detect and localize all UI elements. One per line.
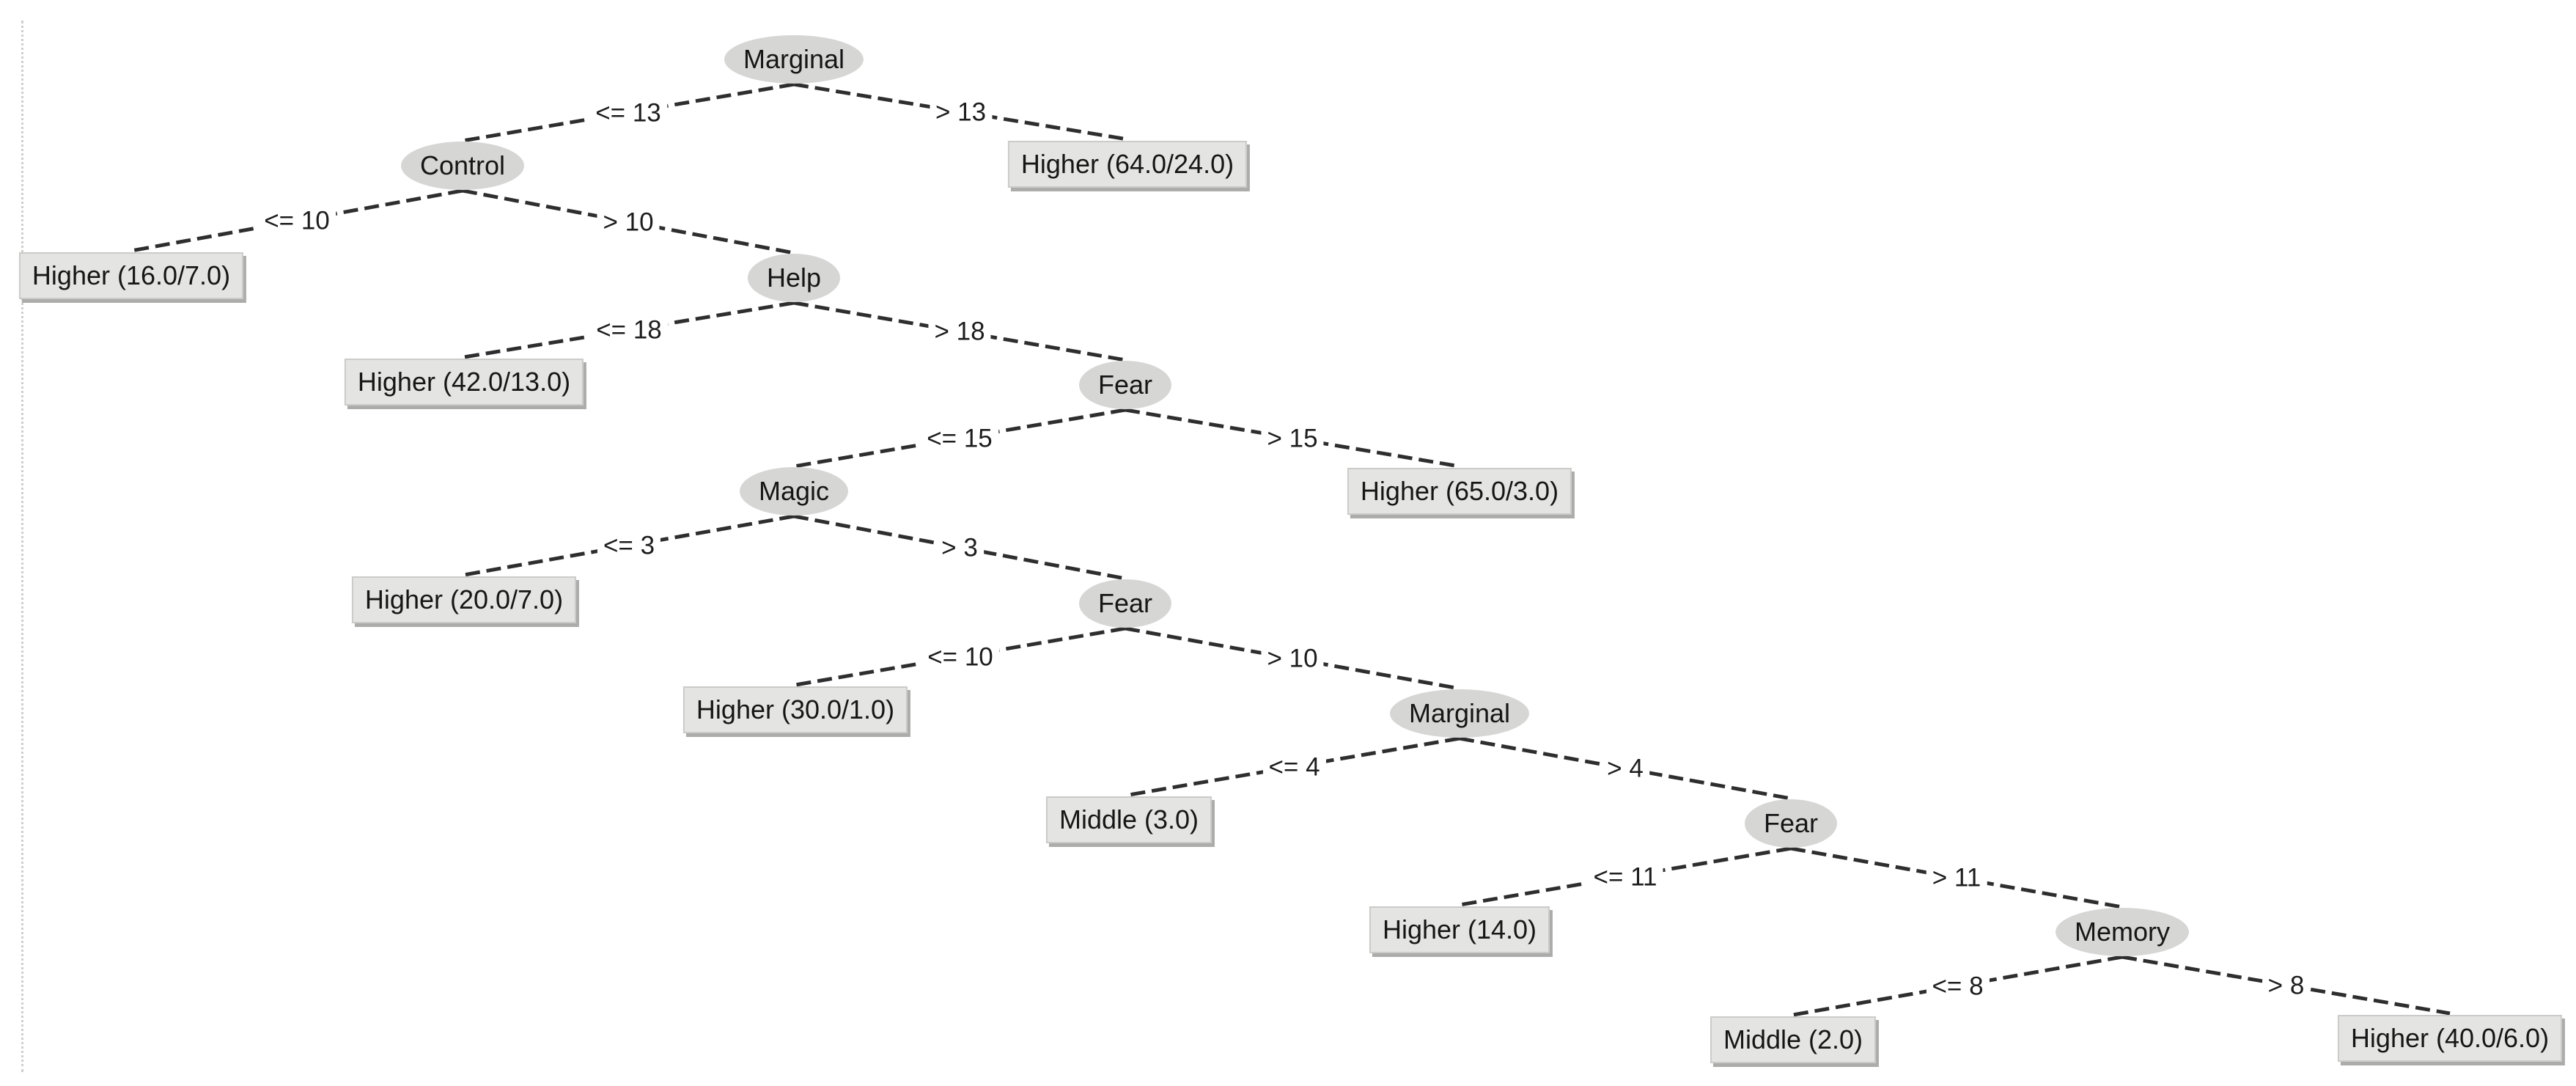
edge-label: > 3 (935, 532, 984, 562)
leaf-node-higher-64-24[interactable]: Higher (64.0/24.0) (1007, 141, 1248, 188)
leaf-node-higher-20-7[interactable]: Higher (20.0/7.0) (351, 576, 577, 623)
tree-edge (1790, 846, 2123, 909)
edge-label: <= 15 (921, 423, 998, 453)
leaf-node-higher-14[interactable]: Higher (14.0) (1369, 906, 1550, 953)
edge-label: > 10 (1261, 643, 1324, 674)
edge-label: <= 4 (1262, 752, 1326, 782)
decision-node-fear-1[interactable]: Fear (1078, 361, 1172, 409)
edge-label: <= 11 (1587, 862, 1663, 892)
edge-label: <= 10 (258, 205, 336, 236)
tree-edge (793, 408, 1126, 469)
leaf-node-higher-16-7[interactable]: Higher (16.0/7.0) (18, 252, 244, 299)
tree-edge (793, 82, 1128, 142)
leaf-node-higher-40-6[interactable]: Higher (40.0/6.0) (2337, 1015, 2563, 1062)
leaf-node-middle-3[interactable]: Middle (3.0) (1045, 796, 1212, 843)
tree-edge (1128, 736, 1460, 797)
tree-edge (1125, 626, 1460, 691)
edge-label: > 8 (2262, 970, 2311, 1000)
leaf-node-middle-2[interactable]: Middle (2.0) (1710, 1016, 1877, 1063)
edge-label: <= 18 (590, 315, 668, 345)
edge-label: > 4 (1601, 753, 1649, 784)
tree-edge (2121, 955, 2451, 1016)
tree-edge (1459, 846, 1792, 907)
leaf-node-higher-42-13[interactable]: Higher (42.0/13.0) (344, 359, 584, 406)
edge-label: > 13 (929, 97, 993, 127)
edge-label: <= 10 (921, 642, 999, 672)
decision-node-marginal-2[interactable]: Marginal (1389, 689, 1530, 738)
left-dotted-guide (21, 21, 23, 1072)
edge-label: <= 8 (1926, 971, 1990, 1001)
edge-label: > 11 (1926, 862, 1987, 893)
edge-label: <= 13 (589, 98, 667, 128)
tree-edge (793, 301, 1126, 362)
tree-edge (1792, 955, 2123, 1017)
edge-label: > 15 (1261, 423, 1324, 453)
edge-label: > 10 (597, 207, 660, 237)
tree-edge (463, 514, 795, 577)
decision-node-control[interactable]: Control (400, 142, 525, 190)
tree-edge (793, 514, 1126, 581)
decision-node-fear-2[interactable]: Fear (1078, 579, 1172, 628)
tree-edge (462, 188, 795, 255)
edge-label: > 18 (928, 316, 991, 347)
tree-edge (1125, 408, 1460, 469)
tree-edge (1459, 736, 1792, 801)
tree-edge (463, 301, 795, 359)
tree-edge (795, 626, 1126, 687)
decision-node-memory[interactable]: Memory (2055, 908, 2190, 956)
leaf-node-higher-30-1[interactable]: Higher (30.0/1.0) (682, 686, 908, 733)
decision-node-help[interactable]: Help (747, 254, 841, 302)
tree-edge (130, 188, 463, 253)
decision-node-magic[interactable]: Magic (739, 467, 849, 516)
decision-node-marginal-root[interactable]: Marginal (724, 35, 864, 84)
decision-node-fear-3[interactable]: Fear (1744, 799, 1838, 848)
leaf-node-higher-65-3[interactable]: Higher (65.0/3.0) (1347, 468, 1572, 515)
edge-label: <= 3 (597, 530, 661, 561)
tree-edge (462, 82, 795, 143)
